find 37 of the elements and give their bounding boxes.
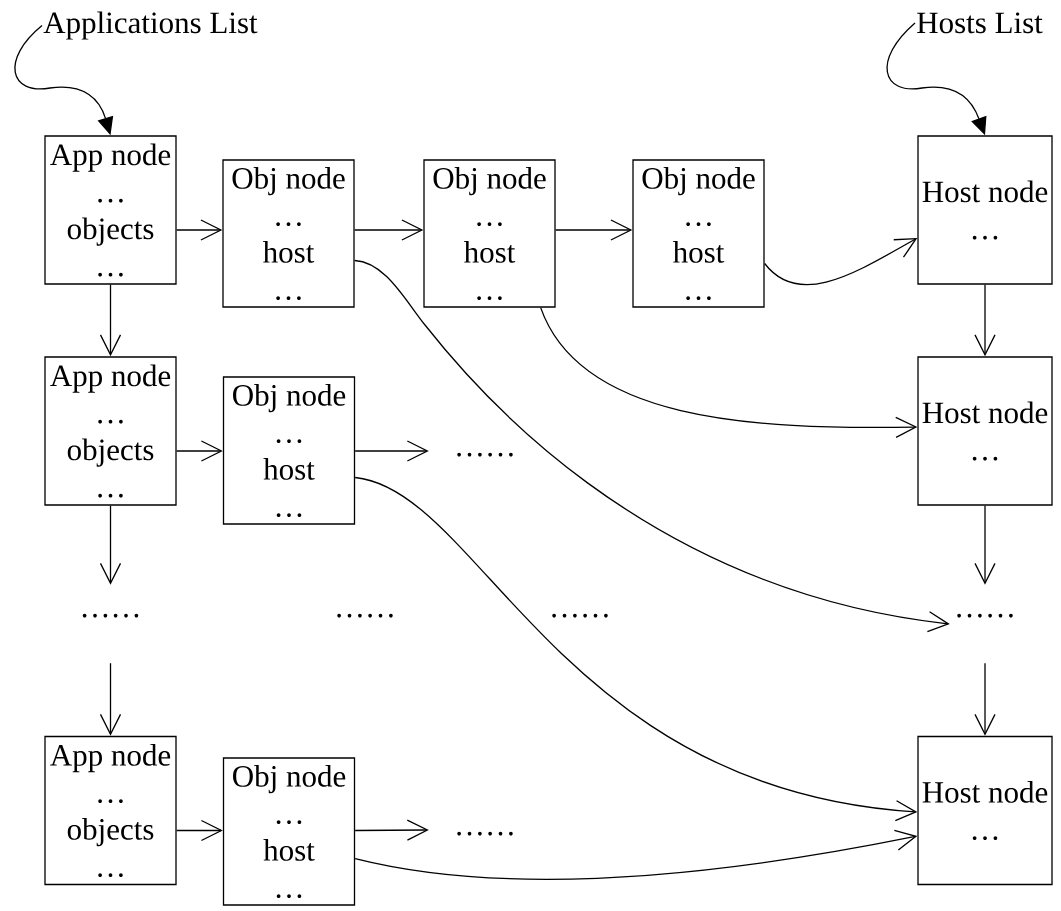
arrow bbox=[99, 662, 122, 736]
node-box: Obj node … host … bbox=[423, 159, 556, 308]
curved-arrow bbox=[540, 307, 918, 439]
node-box: App node … objects … bbox=[44, 735, 177, 886]
ellipsis-label: …… bbox=[957, 613, 1013, 618]
arrow bbox=[354, 440, 429, 462]
arrow bbox=[99, 505, 122, 585]
arrow bbox=[176, 440, 223, 462]
arrow bbox=[974, 505, 996, 585]
node-box: App node … objects … bbox=[44, 135, 177, 285]
curved-arrow bbox=[354, 829, 918, 880]
arrow bbox=[176, 819, 223, 842]
list-label: Applications List bbox=[43, 11, 258, 40]
list-label: Hosts List bbox=[917, 12, 1043, 34]
arrow bbox=[176, 219, 223, 241]
node-box: Host node … bbox=[917, 135, 1053, 285]
node-box: App node … objects … bbox=[44, 356, 177, 506]
curved-arrow bbox=[354, 259, 950, 633]
arrow bbox=[555, 219, 633, 241]
node-box: Host node … bbox=[917, 356, 1053, 506]
node-box: Obj node … host … bbox=[222, 376, 356, 525]
arrow bbox=[354, 819, 429, 841]
ellipsis-label: …… bbox=[457, 452, 513, 457]
ellipsis-label: …… bbox=[457, 831, 513, 836]
ellipsis-label: …… bbox=[82, 613, 139, 618]
curved-arrow bbox=[354, 476, 918, 822]
curved-arrow bbox=[764, 238, 918, 286]
arrow bbox=[974, 662, 996, 736]
ellipsis-label: …… bbox=[337, 613, 393, 618]
arrow bbox=[99, 284, 122, 357]
node-box: Obj node … host … bbox=[222, 757, 356, 906]
arrow bbox=[974, 284, 996, 357]
node-box: Obj node … host … bbox=[632, 159, 765, 308]
ellipsis-label: …… bbox=[552, 613, 608, 618]
arrow bbox=[354, 219, 424, 241]
node-box: Host node … bbox=[917, 735, 1053, 886]
node-box: Obj node … host … bbox=[222, 159, 355, 308]
